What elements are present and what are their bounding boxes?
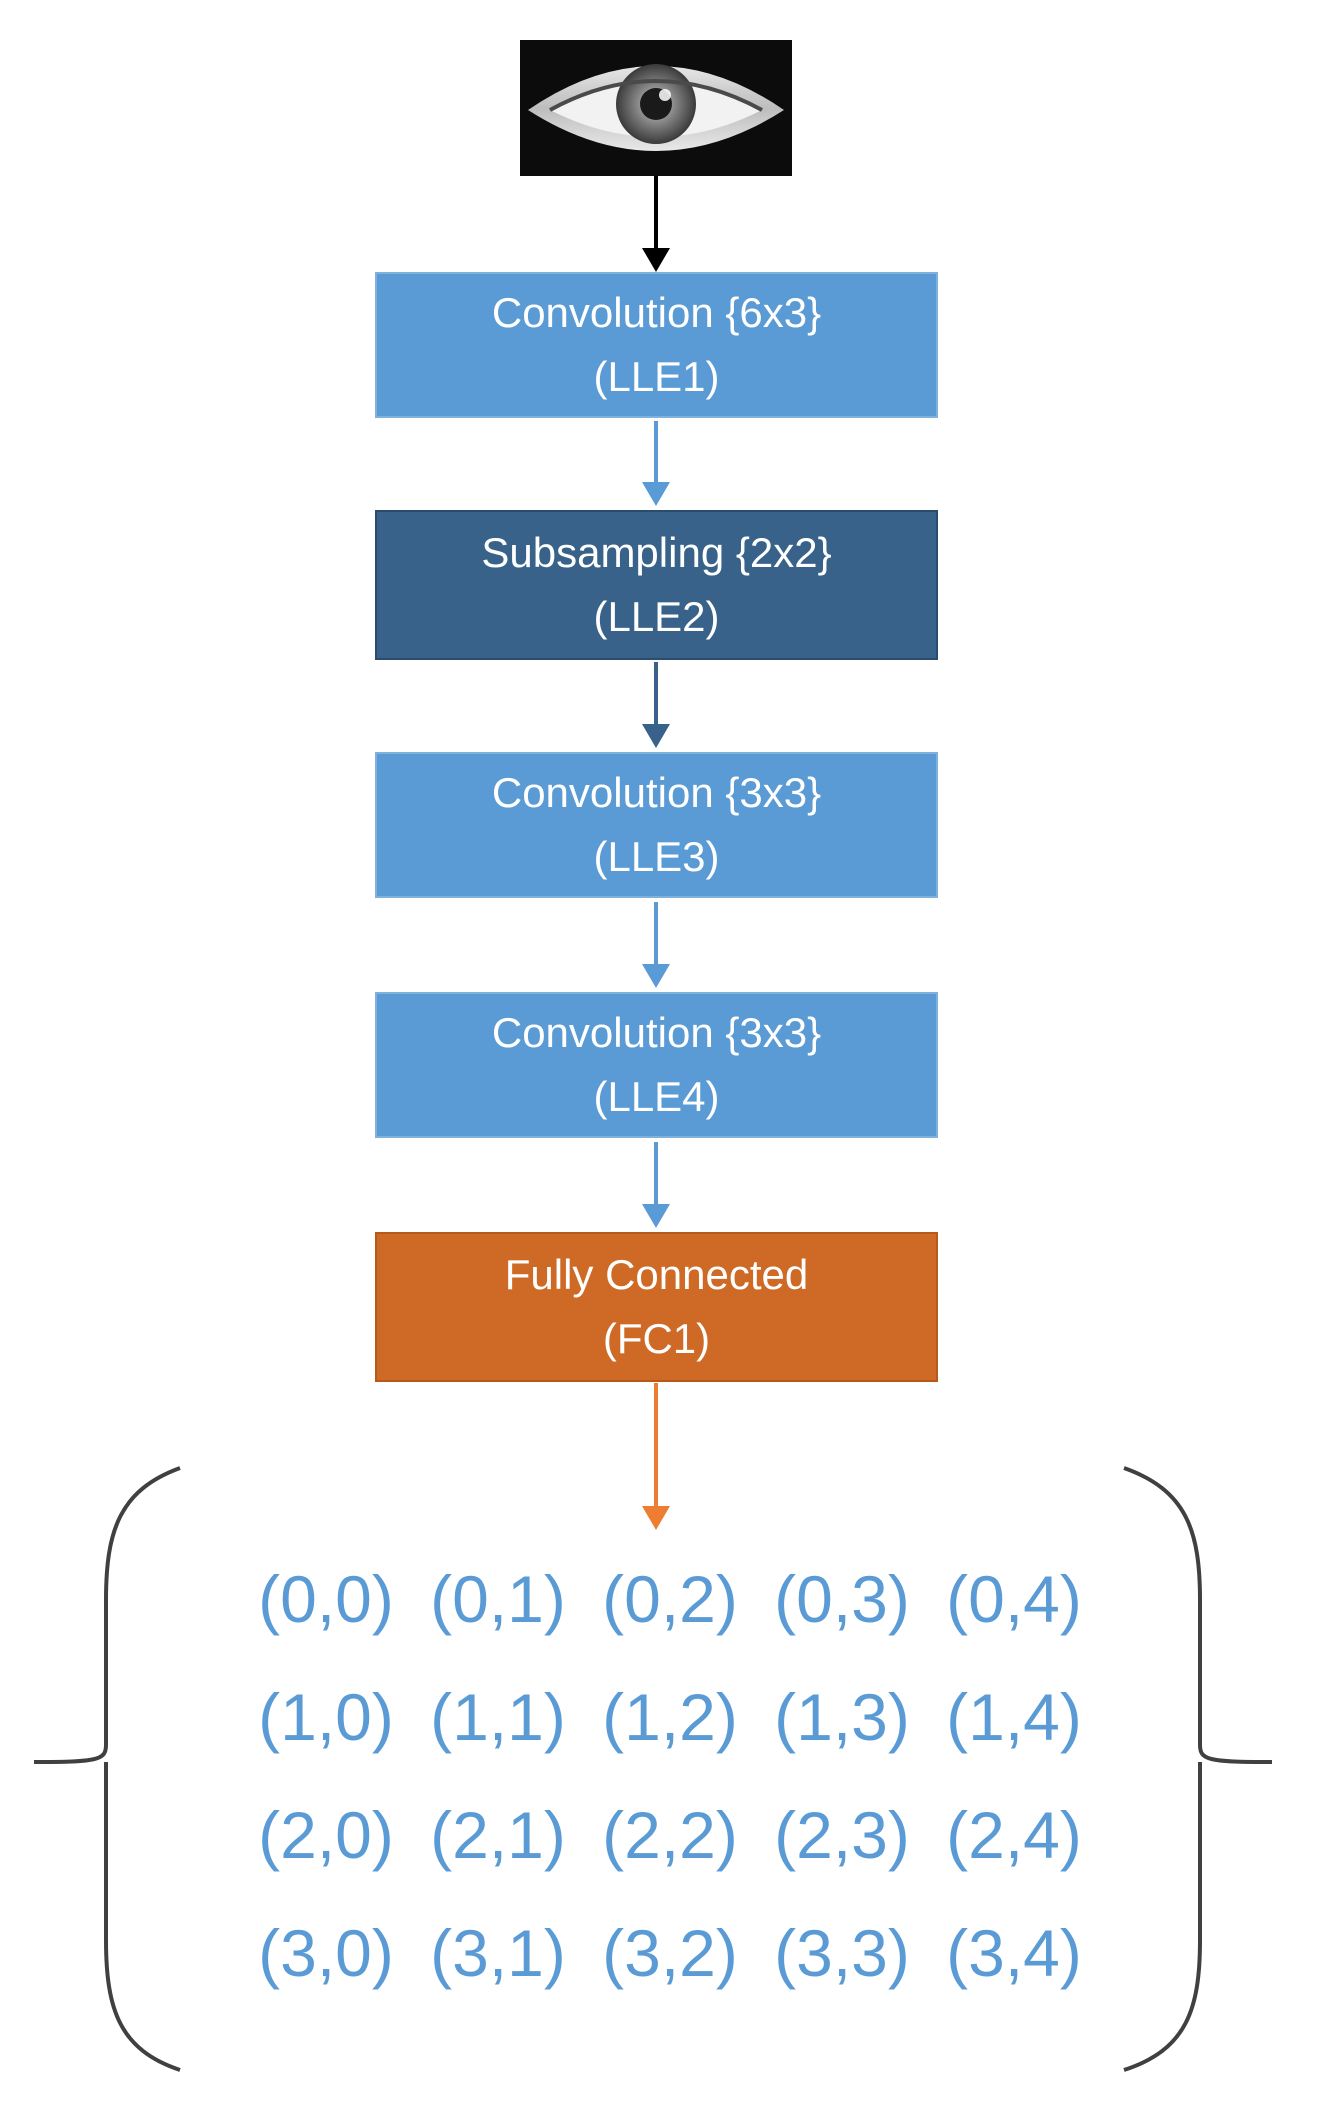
arrowhead-sub-to-conv2 [642, 724, 670, 748]
stage-label: Convolution {6x3} [491, 289, 822, 336]
matrix-row: (3,0) (3,1) (3,2) (3,3) (3,4) [240, 1894, 1100, 2012]
matrix-cell: (1,2) [602, 1680, 738, 1754]
matrix-row: (1,0) (1,1) (1,2) (1,3) (1,4) [240, 1658, 1100, 1776]
stage-code: (FC1) [602, 1315, 711, 1362]
stage-code: (LLE3) [593, 833, 720, 880]
matrix-row: (2,0) (2,1) (2,2) (2,3) (2,4) [240, 1776, 1100, 1894]
right-bracket [1123, 1466, 1273, 2072]
matrix-cell: (0,3) [774, 1562, 910, 1636]
matrix-cell: (2,4) [946, 1798, 1082, 1872]
arrowhead-conv1-to-sub [642, 482, 670, 506]
matrix-cell: (2,0) [258, 1798, 394, 1872]
matrix-cell: (3,4) [946, 1916, 1082, 1990]
stage-subsampling-lle2: Subsampling {2x2} (LLE2) [375, 510, 938, 660]
stage-label: Subsampling {2x2} [481, 529, 832, 576]
matrix-cell: (1,4) [946, 1680, 1082, 1754]
stage-code: (LLE1) [593, 353, 720, 400]
matrix-cell: (0,2) [602, 1562, 738, 1636]
matrix-cell: (1,3) [774, 1680, 910, 1754]
matrix-cell: (0,4) [946, 1562, 1082, 1636]
matrix-cell: (1,1) [430, 1680, 566, 1754]
stage-code: (LLE4) [593, 1073, 720, 1120]
input-eye-image [520, 40, 792, 176]
stage-fully-connected-fc1: Fully Connected (FC1) [375, 1232, 938, 1382]
matrix-cell: (3,1) [430, 1916, 566, 1990]
stage-code: (LLE2) [593, 593, 720, 640]
matrix-cell: (2,2) [602, 1798, 738, 1872]
arrowhead-conv3-to-fc [642, 1204, 670, 1228]
stage-label: Convolution {3x3} [491, 769, 822, 816]
arrowhead-fc-to-matrix [642, 1506, 670, 1530]
matrix-cell: (0,0) [258, 1562, 394, 1636]
stage-conv-lle4: Convolution {3x3} (LLE4) [375, 992, 938, 1138]
arrowhead-conv2-to-conv3 [642, 964, 670, 988]
stage-label: Fully Connected [504, 1251, 809, 1298]
stage-conv-lle3: Convolution {3x3} (LLE3) [375, 752, 938, 898]
output-matrix: (0,0) (0,1) (0,2) (0,3) (0,4) (1,0) (1,1… [240, 1540, 1100, 2012]
matrix-cell: (3,0) [258, 1916, 394, 1990]
matrix-cell: (0,1) [430, 1562, 566, 1636]
stage-label: Convolution {3x3} [491, 1009, 822, 1056]
matrix-row: (0,0) (0,1) (0,2) (0,3) (0,4) [240, 1540, 1100, 1658]
matrix-cell: (2,1) [430, 1798, 566, 1872]
matrix-cell: (2,3) [774, 1798, 910, 1872]
arrowhead-input-to-conv1 [642, 248, 670, 272]
stage-conv-lle1: Convolution {6x3} (LLE1) [375, 272, 938, 418]
matrix-cell: (3,3) [774, 1916, 910, 1990]
eye-icon [528, 64, 784, 151]
matrix-cell: (1,0) [258, 1680, 394, 1754]
left-bracket [33, 1466, 181, 2072]
matrix-cell: (3,2) [602, 1916, 738, 1990]
